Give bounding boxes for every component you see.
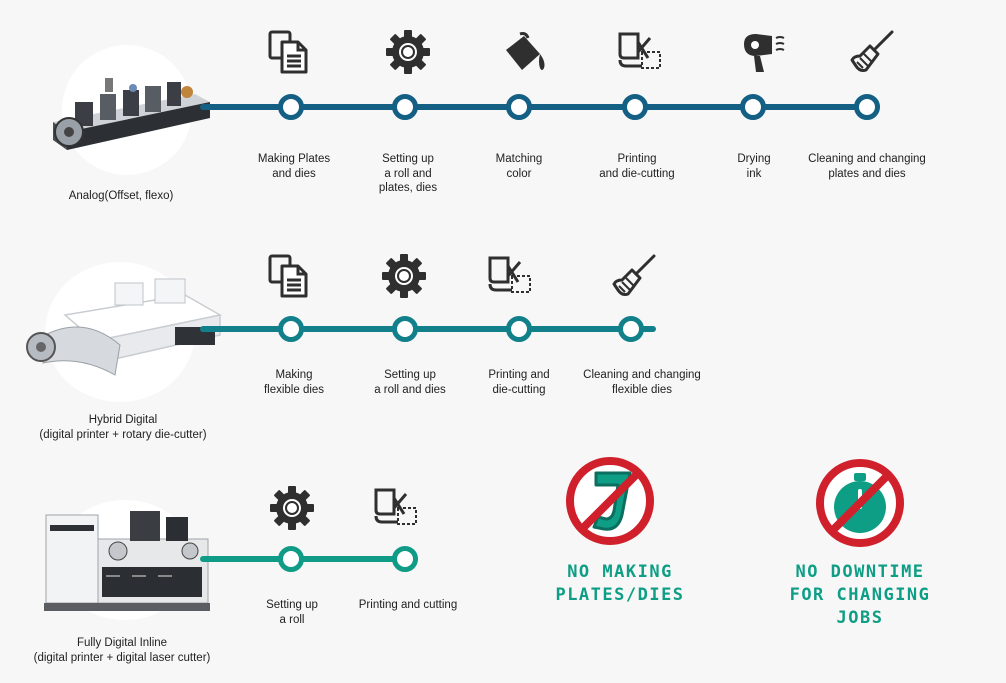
no-downtime-badge: NO DOWNTIME FOR CHANGING JOBS bbox=[740, 445, 980, 645]
digital-step-label: Printing and cutting bbox=[358, 599, 458, 611]
hybrid-step-label: Setting up a roll and dies bbox=[374, 369, 446, 396]
analog-process-line bbox=[200, 104, 880, 110]
paint-bucket-icon bbox=[500, 28, 548, 76]
hair-dryer-icon bbox=[740, 28, 788, 76]
broom-icon bbox=[848, 28, 896, 76]
digital-process-line bbox=[200, 556, 412, 562]
hybrid-step-label: Printing and die-cutting bbox=[488, 369, 550, 396]
hybrid-step-node bbox=[278, 316, 304, 342]
analog-step-node bbox=[392, 94, 418, 120]
hybrid-step-label: Making flexible dies bbox=[263, 369, 325, 396]
printing-cutting-icon bbox=[370, 484, 418, 532]
analog-step-label: Drying ink bbox=[737, 153, 771, 180]
no-downtime-text: NO DOWNTIME FOR CHANGING JOBS bbox=[789, 562, 931, 628]
analog-step-node bbox=[278, 94, 304, 120]
hybrid-step-label: Cleaning and changing flexible dies bbox=[583, 369, 701, 396]
digital-step-node bbox=[278, 546, 304, 572]
documents-icon bbox=[264, 28, 312, 76]
analog-step-label: Matching color bbox=[495, 153, 543, 180]
broom-icon bbox=[610, 252, 658, 300]
analog-step-node bbox=[506, 94, 532, 120]
no-plates-badge: NO MAKING PLATES/DIES bbox=[500, 445, 740, 645]
analog-press-image bbox=[53, 78, 210, 150]
no-downtime-icon bbox=[816, 459, 904, 547]
hybrid-step-node bbox=[392, 316, 418, 342]
analog-step-node bbox=[622, 94, 648, 120]
hybrid-step-node bbox=[618, 316, 644, 342]
analog-step-label: Printing and die-cutting bbox=[599, 153, 675, 180]
digital-step-label: Setting up a roll bbox=[266, 599, 318, 626]
hybrid-step-node bbox=[506, 316, 532, 342]
digital-press-image bbox=[44, 511, 210, 611]
printing-cutting-icon bbox=[484, 252, 532, 300]
digital-step-node bbox=[392, 546, 418, 572]
analog-step-label: Setting up a roll and plates, dies bbox=[378, 153, 438, 194]
analog-step-label: Making Plates and dies bbox=[257, 153, 331, 180]
hybrid-process-line bbox=[200, 326, 656, 332]
analog-machine-label: Analog(Offset, flexo) bbox=[68, 190, 174, 202]
analog-step-node bbox=[854, 94, 880, 120]
gear-icon bbox=[268, 484, 316, 532]
analog-step-node bbox=[740, 94, 766, 120]
documents-icon bbox=[264, 252, 312, 300]
hybrid-machine-label: Hybrid Digital (digital printer + rotary… bbox=[39, 414, 207, 441]
analog-step-label: Cleaning and changing plates and dies bbox=[808, 153, 926, 180]
gear-icon bbox=[380, 252, 428, 300]
printing-cutting-icon bbox=[614, 28, 662, 76]
row-analog: Analog(Offset, flexo) bbox=[0, 0, 1006, 210]
digital-machine-label: Fully Digital Inline (digital printer + … bbox=[33, 637, 211, 664]
gear-icon bbox=[384, 28, 432, 76]
no-plates-icon bbox=[566, 457, 654, 545]
row-hybrid: Hybrid Digital (digital printer + rotary… bbox=[26, 262, 656, 441]
no-plates-text: NO MAKING PLATES/DIES bbox=[555, 562, 685, 605]
